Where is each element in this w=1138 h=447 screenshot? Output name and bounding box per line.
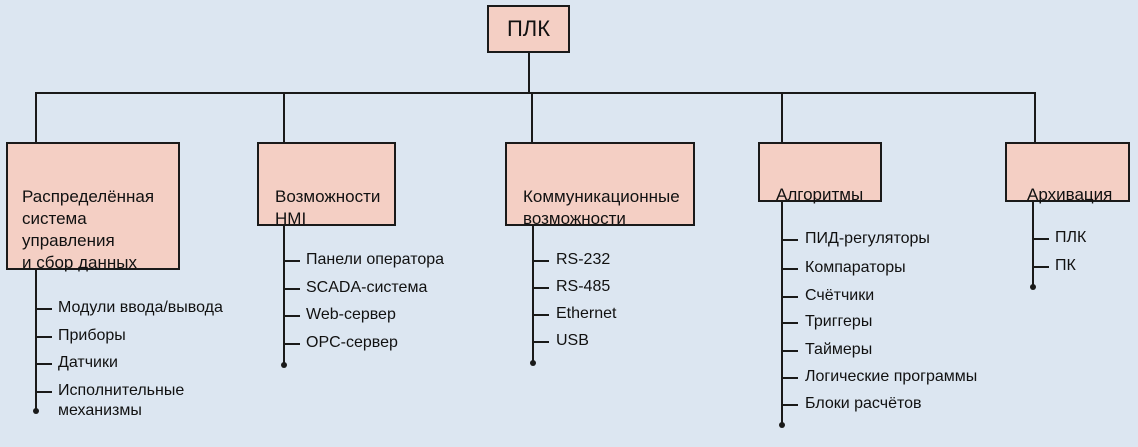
list-item: Счётчики [805, 287, 875, 304]
list-item: ПИД-регуляторы [805, 230, 930, 247]
item-tick [781, 377, 798, 379]
drop-line [35, 92, 37, 142]
item-tick [283, 260, 300, 262]
item-tick [532, 314, 549, 316]
item-stem [532, 226, 534, 362]
list-item: Web-сервер [306, 306, 396, 323]
item-tick [35, 308, 52, 310]
category-box-archiving: Архивация [1005, 142, 1130, 204]
list-item: Компараторы [805, 259, 906, 276]
item-tick [35, 363, 52, 365]
item-tick [532, 287, 549, 289]
list-item: Блоки расчётов [805, 395, 922, 412]
item-tick [283, 288, 300, 290]
item-tick [35, 391, 52, 393]
list-item: Логические программы [805, 368, 978, 385]
item-stem [1032, 202, 1034, 286]
item-tick [283, 315, 300, 317]
item-stem [35, 270, 37, 410]
item-tick [532, 260, 549, 262]
item-stem [283, 226, 285, 364]
category-label: Архивация [1027, 185, 1113, 204]
list-item: OPC-сервер [306, 334, 398, 351]
list-item: Таймеры [805, 341, 873, 358]
item-tick [1032, 238, 1049, 240]
list-item: Приборы [58, 327, 126, 344]
stem-end-dot [1030, 284, 1036, 290]
stem-end-dot [33, 408, 39, 414]
root-connector [528, 53, 530, 93]
drop-line [781, 92, 783, 142]
item-tick [781, 239, 798, 241]
item-tick [781, 350, 798, 352]
list-item: Исполнительные механизмы [58, 382, 185, 419]
item-tick [532, 341, 549, 343]
category-box-hmi: Возможности HMI [257, 142, 396, 228]
item-tick [781, 296, 798, 298]
category-box-communication: Коммуникационные возможности [505, 142, 695, 228]
item-tick [35, 336, 52, 338]
list-item: Датчики [58, 354, 118, 371]
category-label: Алгоритмы [776, 185, 864, 204]
drop-line [531, 92, 533, 142]
stem-end-dot [530, 360, 536, 366]
item-tick [1032, 266, 1049, 268]
item-stem [781, 202, 783, 424]
list-item: ПК [1055, 257, 1076, 274]
list-item: ПЛК [1055, 229, 1087, 246]
item-tick [781, 268, 798, 270]
stem-end-dot [281, 362, 287, 368]
list-item: Панели оператора [306, 251, 445, 268]
item-tick [781, 322, 798, 324]
category-label: Возможности HMI [275, 187, 381, 228]
list-item: Ethernet [556, 305, 617, 322]
item-tick [283, 343, 300, 345]
list-item: RS-232 [556, 251, 611, 268]
list-item: RS-485 [556, 278, 611, 295]
category-label: Коммуникационные возможности [523, 187, 680, 228]
category-box-distributed-control: Распределённая система управления и сбор… [6, 142, 180, 272]
root-node-label: ПЛК [506, 16, 551, 41]
list-item: Триггеры [805, 313, 873, 330]
root-node: ПЛК [487, 5, 570, 53]
drop-line [283, 92, 285, 142]
category-box-algorithms: Алгоритмы [758, 142, 882, 204]
stem-end-dot [779, 422, 785, 428]
category-label: Распределённая система управления и сбор… [22, 187, 155, 272]
item-tick [781, 404, 798, 406]
main-bus-line [35, 92, 1036, 94]
list-item: USB [556, 332, 589, 349]
list-item: Модули ввода/вывода [58, 299, 223, 316]
list-item: SCADA-система [306, 279, 428, 296]
drop-line [1034, 92, 1036, 142]
